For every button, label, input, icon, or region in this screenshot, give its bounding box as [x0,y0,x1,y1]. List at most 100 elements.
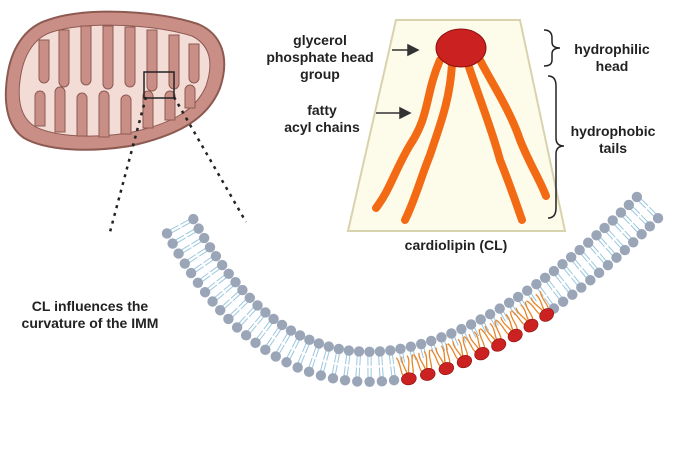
lipid-head-outer [416,339,426,349]
lipid-head-inner [304,367,314,377]
lipid-head-inner [271,351,281,361]
lipid-head-outer [531,279,541,289]
lipid-head-outer [504,298,514,308]
lipid-head-inner [260,345,270,355]
lipid-head-outer [224,269,234,279]
lipid-head-outer [591,230,601,240]
cardiolipin-head [521,316,540,334]
lipid-head-outer [211,251,221,261]
lipid-head-inner [620,245,630,255]
lipid-head-inner [576,282,586,292]
lipid-head-outer [522,286,532,296]
crista-bottom-4 [99,91,109,137]
crista-top-2 [59,30,69,87]
cardiolipin-tails [396,291,549,379]
lipid-head-inner [186,268,196,278]
lipid-head-outer [199,233,209,243]
lipid-head-outer [188,214,198,224]
cardiolipin-head [489,336,508,354]
lipid-head-inner [207,296,217,306]
lipid-head-outer [217,260,227,270]
lipid-head-outer [245,293,255,303]
crista-top-6 [147,30,157,91]
lipid-head-inner [215,305,225,315]
label-head-group-2: phosphate head [266,49,373,65]
crista-top-4 [103,26,113,89]
lipid-head-outer [295,330,305,340]
lipid-head-inner [328,373,338,383]
lipid-head-inner [173,248,183,258]
lipid-head-outer [436,332,446,342]
crista-bottom-1 [35,91,45,126]
lipid-head-inner [389,375,399,385]
lipid-head-inner [200,287,210,297]
lipid-head-outer [286,325,296,335]
lipid-head-inner [162,228,172,238]
lipid-head-inner [645,221,655,231]
glycerol-phosphate-head [436,29,486,67]
lipid-head-outer [193,223,203,233]
lipid-head-outer [364,347,374,357]
crista-top-5 [125,27,135,87]
label-acyl-1: fatty [307,102,337,118]
lipid-head-inner [594,268,604,278]
label-cardiolipin-caption: cardiolipin (CL) [405,237,508,253]
lipid-head-inner [364,377,374,387]
lipid-head-outer [304,335,314,345]
lipid-head-outer [395,344,405,354]
cardiolipin-schematic [348,20,565,231]
lipid-head-inner [250,338,260,348]
lipid-head-inner [611,252,621,262]
label-hydrophilic-1: hydrophilic [574,41,650,57]
lipid-head-outer [277,320,287,330]
lipid-head-outer [252,300,262,310]
lipid-head-inner [241,330,251,340]
lipid-head-outer [566,252,576,262]
lipid-head-outer [237,285,247,295]
lipid-head-inner [558,297,568,307]
cardiolipin-head [437,360,455,376]
lipid-head-outer [205,242,215,252]
lipid-head-outer [616,207,626,217]
lipid-head-inner [567,290,577,300]
lipid-head-outer [574,245,584,255]
crista-top-3 [81,26,91,85]
crista-top-1 [39,40,49,83]
lipid-head-outer [624,200,634,210]
lipid-head-outer [344,345,354,355]
lipid-head-outer [324,341,334,351]
lipid-head-outer [599,223,609,233]
lipid-head-inner [281,357,291,367]
label-head-group-3: group [300,66,340,82]
label-curvature-2: curvature of the IMM [22,315,159,331]
lipid-head-inner [653,213,663,223]
lipid-head-outer [513,292,523,302]
hydrophilic-brace [544,30,560,66]
lipid-head-inner [193,278,203,288]
crista-top-8 [189,44,199,83]
lipid-head-inner [377,376,387,386]
lipid-head-outer [475,314,485,324]
lipid-head-outer [466,319,476,329]
label-curvature-1: CL influences the [32,298,149,314]
lipid-head-inner [223,314,233,324]
lipid-head-inner [316,370,326,380]
label-hydrophobic-1: hydrophobic [571,123,656,139]
label-acyl-2: acyl chains [284,119,360,135]
lipid-head-outer [583,237,593,247]
crista-bottom-2 [55,87,65,132]
lipid-head-outer [495,303,505,313]
lipid-head-outer [446,328,456,338]
lipid-head-outer [230,277,240,287]
lipid-head-outer [268,314,278,324]
label-hydrophilic-2: head [596,58,629,74]
cardiolipin-head [506,326,525,344]
lipid-head-outer [485,309,495,319]
lipid-head-inner [167,238,177,248]
lipid-head-outer [426,336,436,346]
lipid-head-inner [340,375,350,385]
crista-bottom-8 [185,85,195,108]
lipid-head-inner [585,275,595,285]
label-hydrophobic-2: tails [599,140,627,156]
cardiolipin-head [419,367,437,383]
